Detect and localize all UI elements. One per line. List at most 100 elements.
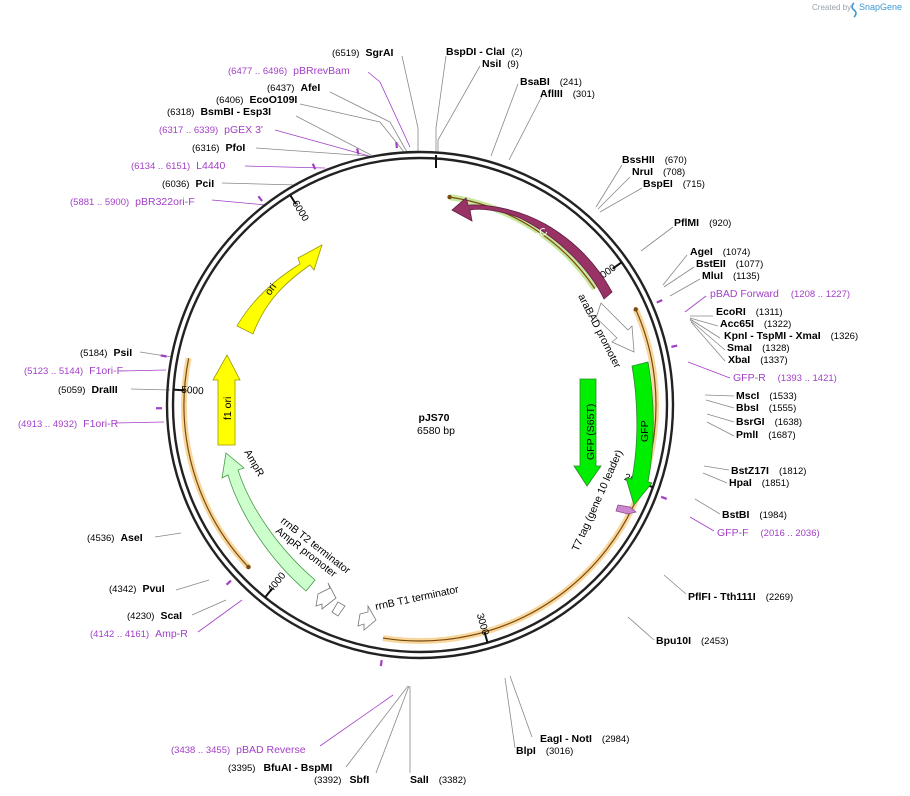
enzyme-ecori[interactable]: EcoRI(1311) xyxy=(716,306,783,318)
tick-mark-4000 xyxy=(264,588,273,599)
primer-f1ori-r[interactable]: (4913 .. 4932)F1ori-R xyxy=(18,418,119,430)
brand-text: SnapGene xyxy=(859,2,902,12)
tick-mark-1000 xyxy=(612,261,623,270)
primer-site-mark xyxy=(356,148,360,155)
primer-pbrrevbam[interactable]: (6477 .. 6496)pBRrevBam xyxy=(228,65,350,77)
primer-span-head-pbad-fwd-to-gfp xyxy=(633,307,638,312)
tick-label-5000: 5000 xyxy=(181,385,204,397)
plasmid-length: 6580 bp xyxy=(417,425,455,437)
primer-site-mark xyxy=(656,299,663,304)
enzyme-afliii[interactable]: AflIII(301) xyxy=(540,88,595,100)
primer-gfp-f[interactable]: GFP-F(2016 .. 2036) xyxy=(717,527,820,539)
backbone-outer xyxy=(165,150,675,660)
enzyme-pcii[interactable]: (6036)PciI xyxy=(162,178,214,190)
enzyme-pvui[interactable]: (4342)PvuI xyxy=(109,583,165,595)
enzyme-eagi-noti[interactable]: EagI - NotI(2984) xyxy=(540,733,629,745)
primer-pbad-reverse[interactable]: (3438 .. 3455)pBAD Reverse xyxy=(171,744,306,756)
enzyme-scai[interactable]: (4230)ScaI xyxy=(127,610,182,622)
backbone-inner xyxy=(171,156,669,654)
ampr-label: AmpR xyxy=(241,448,266,480)
primer-pgex-3[interactable]: (6317 .. 6339)pGEX 3' xyxy=(159,124,263,136)
enzyme-bsrgi[interactable]: BsrGI(1638) xyxy=(736,416,802,428)
tick-label-6000: 6000 xyxy=(289,199,310,224)
primer-site-mark xyxy=(671,344,678,348)
arabad-promoter-arrow[interactable] xyxy=(595,302,635,353)
primer-amp-r[interactable]: (4142 .. 4161)Amp-R xyxy=(90,628,188,640)
enzyme-bsmbi-esp3i[interactable]: (6318)BsmBI - Esp3I xyxy=(167,106,271,118)
snapgene-logo-icon xyxy=(851,2,857,18)
enzyme-bspdi-clai[interactable]: BspDI - ClaI(2) xyxy=(446,46,523,58)
tick-label-4000: 4000 xyxy=(266,570,289,595)
primer-f1ori-f[interactable]: (5123 .. 5144)F1ori-F xyxy=(24,365,123,377)
enzyme-psii[interactable]: (5184)PsiI xyxy=(80,347,132,359)
primer-pbad-forward[interactable]: pBAD Forward(1208 .. 1227) xyxy=(710,288,850,300)
enzyme-bsabi[interactable]: BsaBI(241) xyxy=(520,76,582,88)
enzyme-xbai[interactable]: XbaI(1337) xyxy=(728,354,788,366)
primer-site-mark xyxy=(160,354,167,358)
primer-leader-lines xyxy=(114,71,731,747)
f1-ori-label: f1 ori xyxy=(222,397,234,420)
primer-span-line-green-top xyxy=(449,196,596,289)
enzyme-bbsi[interactable]: BbsI(1555) xyxy=(736,402,796,414)
primer-gfp-r[interactable]: GFP-R(1393 .. 1421) xyxy=(733,372,837,384)
enzyme-msci[interactable]: MscI(1533) xyxy=(736,390,797,402)
plasmid-name: pJS70 xyxy=(419,412,450,424)
primer-span-line-amp-r-to-f1ori xyxy=(183,358,249,568)
primer-site-mark xyxy=(395,141,398,149)
rrnb-t2-arrow[interactable] xyxy=(331,601,346,617)
arac-arrow[interactable] xyxy=(451,197,613,300)
gfp-s65t-label: GFP (S65T) xyxy=(585,404,597,460)
enzyme-bstz17i[interactable]: BstZ17I(1812) xyxy=(731,465,806,477)
leader-lines xyxy=(130,55,735,774)
primer-site-mark xyxy=(311,163,317,170)
enzyme-hpai[interactable]: HpaI(1851) xyxy=(729,477,789,489)
enzyme-bspei[interactable]: BspEI(715) xyxy=(643,178,705,190)
enzyme-sgrai[interactable]: (6519)SgrAI xyxy=(332,47,394,59)
rrnb-t1-arrow[interactable] xyxy=(357,604,377,631)
enzyme-pflfi-tth111i[interactable]: PflFI - Tth111I(2269) xyxy=(688,591,793,603)
f1-ori-arrow[interactable] xyxy=(212,354,241,446)
enzyme-agei[interactable]: AgeI(1074) xyxy=(690,246,750,258)
enzyme-bfuai-bspmi[interactable]: (3395)BfuAI - BspMI xyxy=(228,762,332,774)
enzyme-afei[interactable]: (6437)AfeI xyxy=(267,82,320,94)
enzyme-pfoi[interactable]: (6316)PfoI xyxy=(192,142,245,154)
enzyme-blpi[interactable]: BlpI(3016) xyxy=(516,745,573,757)
enzyme-bstbi[interactable]: BstBI(1984) xyxy=(722,509,787,521)
enzyme-acc65i[interactable]: Acc65I(1322) xyxy=(720,318,791,330)
primer-site-mark xyxy=(379,659,383,667)
enzyme-mlui[interactable]: MluI(1135) xyxy=(702,270,760,282)
enzyme-kpni-tspmi-xmai[interactable]: KpnI - TspMI - XmaI(1326) xyxy=(724,330,858,342)
enzyme-ecoo109i[interactable]: (6406)EcoO109I xyxy=(216,94,297,106)
primer-span-head-green-top xyxy=(447,194,452,200)
ori-label: ori xyxy=(263,281,280,297)
enzyme-bsteii[interactable]: BstEII(1077) xyxy=(696,258,763,270)
enzyme-nrui[interactable]: NruI(708) xyxy=(632,166,685,178)
enzyme-nsii[interactable]: NsiI(9) xyxy=(482,58,519,70)
primer-site-mark xyxy=(660,495,668,500)
enzyme-bpu10i[interactable]: Bpu10I(2453) xyxy=(656,635,728,647)
gfp-arrow[interactable] xyxy=(625,361,654,506)
primer-span-head-amp-r-to-f1ori xyxy=(246,564,251,570)
enzyme-pflmi[interactable]: PflMI(920) xyxy=(674,217,731,229)
primer-l4440[interactable]: (6134 .. 6151)L4440 xyxy=(131,160,226,172)
primer-site-mark xyxy=(257,195,263,202)
ori-arrow[interactable] xyxy=(236,244,323,335)
enzyme-sali[interactable]: SalI(3382) xyxy=(410,774,466,786)
ampr-arrow[interactable] xyxy=(221,452,316,592)
enzyme-sbfi[interactable]: (3392)SbfI xyxy=(314,774,369,786)
gfp-s65t-arrow[interactable] xyxy=(573,378,602,487)
gfp-label: GFP xyxy=(639,420,651,442)
t7-tag-arrow[interactable] xyxy=(615,504,637,515)
rrnb-t1-label: rrnB T1 terminator xyxy=(374,583,460,613)
tick-mark-6000 xyxy=(289,194,297,205)
primer-site-mark xyxy=(225,579,232,586)
enzyme-draiii[interactable]: (5059)DraIII xyxy=(58,384,118,396)
tick-mark-5000 xyxy=(173,388,185,392)
ampr-promoter-arrow[interactable] xyxy=(315,582,337,610)
primer-pbr322ori-f[interactable]: (5881 .. 5900)pBR322ori-F xyxy=(70,196,195,208)
enzyme-bsshii[interactable]: BssHII(670) xyxy=(622,154,687,166)
enzyme-pmli[interactable]: PmlI(1687) xyxy=(736,429,796,441)
enzyme-asei[interactable]: (4536)AseI xyxy=(87,532,143,544)
enzyme-smai[interactable]: SmaI(1328) xyxy=(727,342,790,354)
